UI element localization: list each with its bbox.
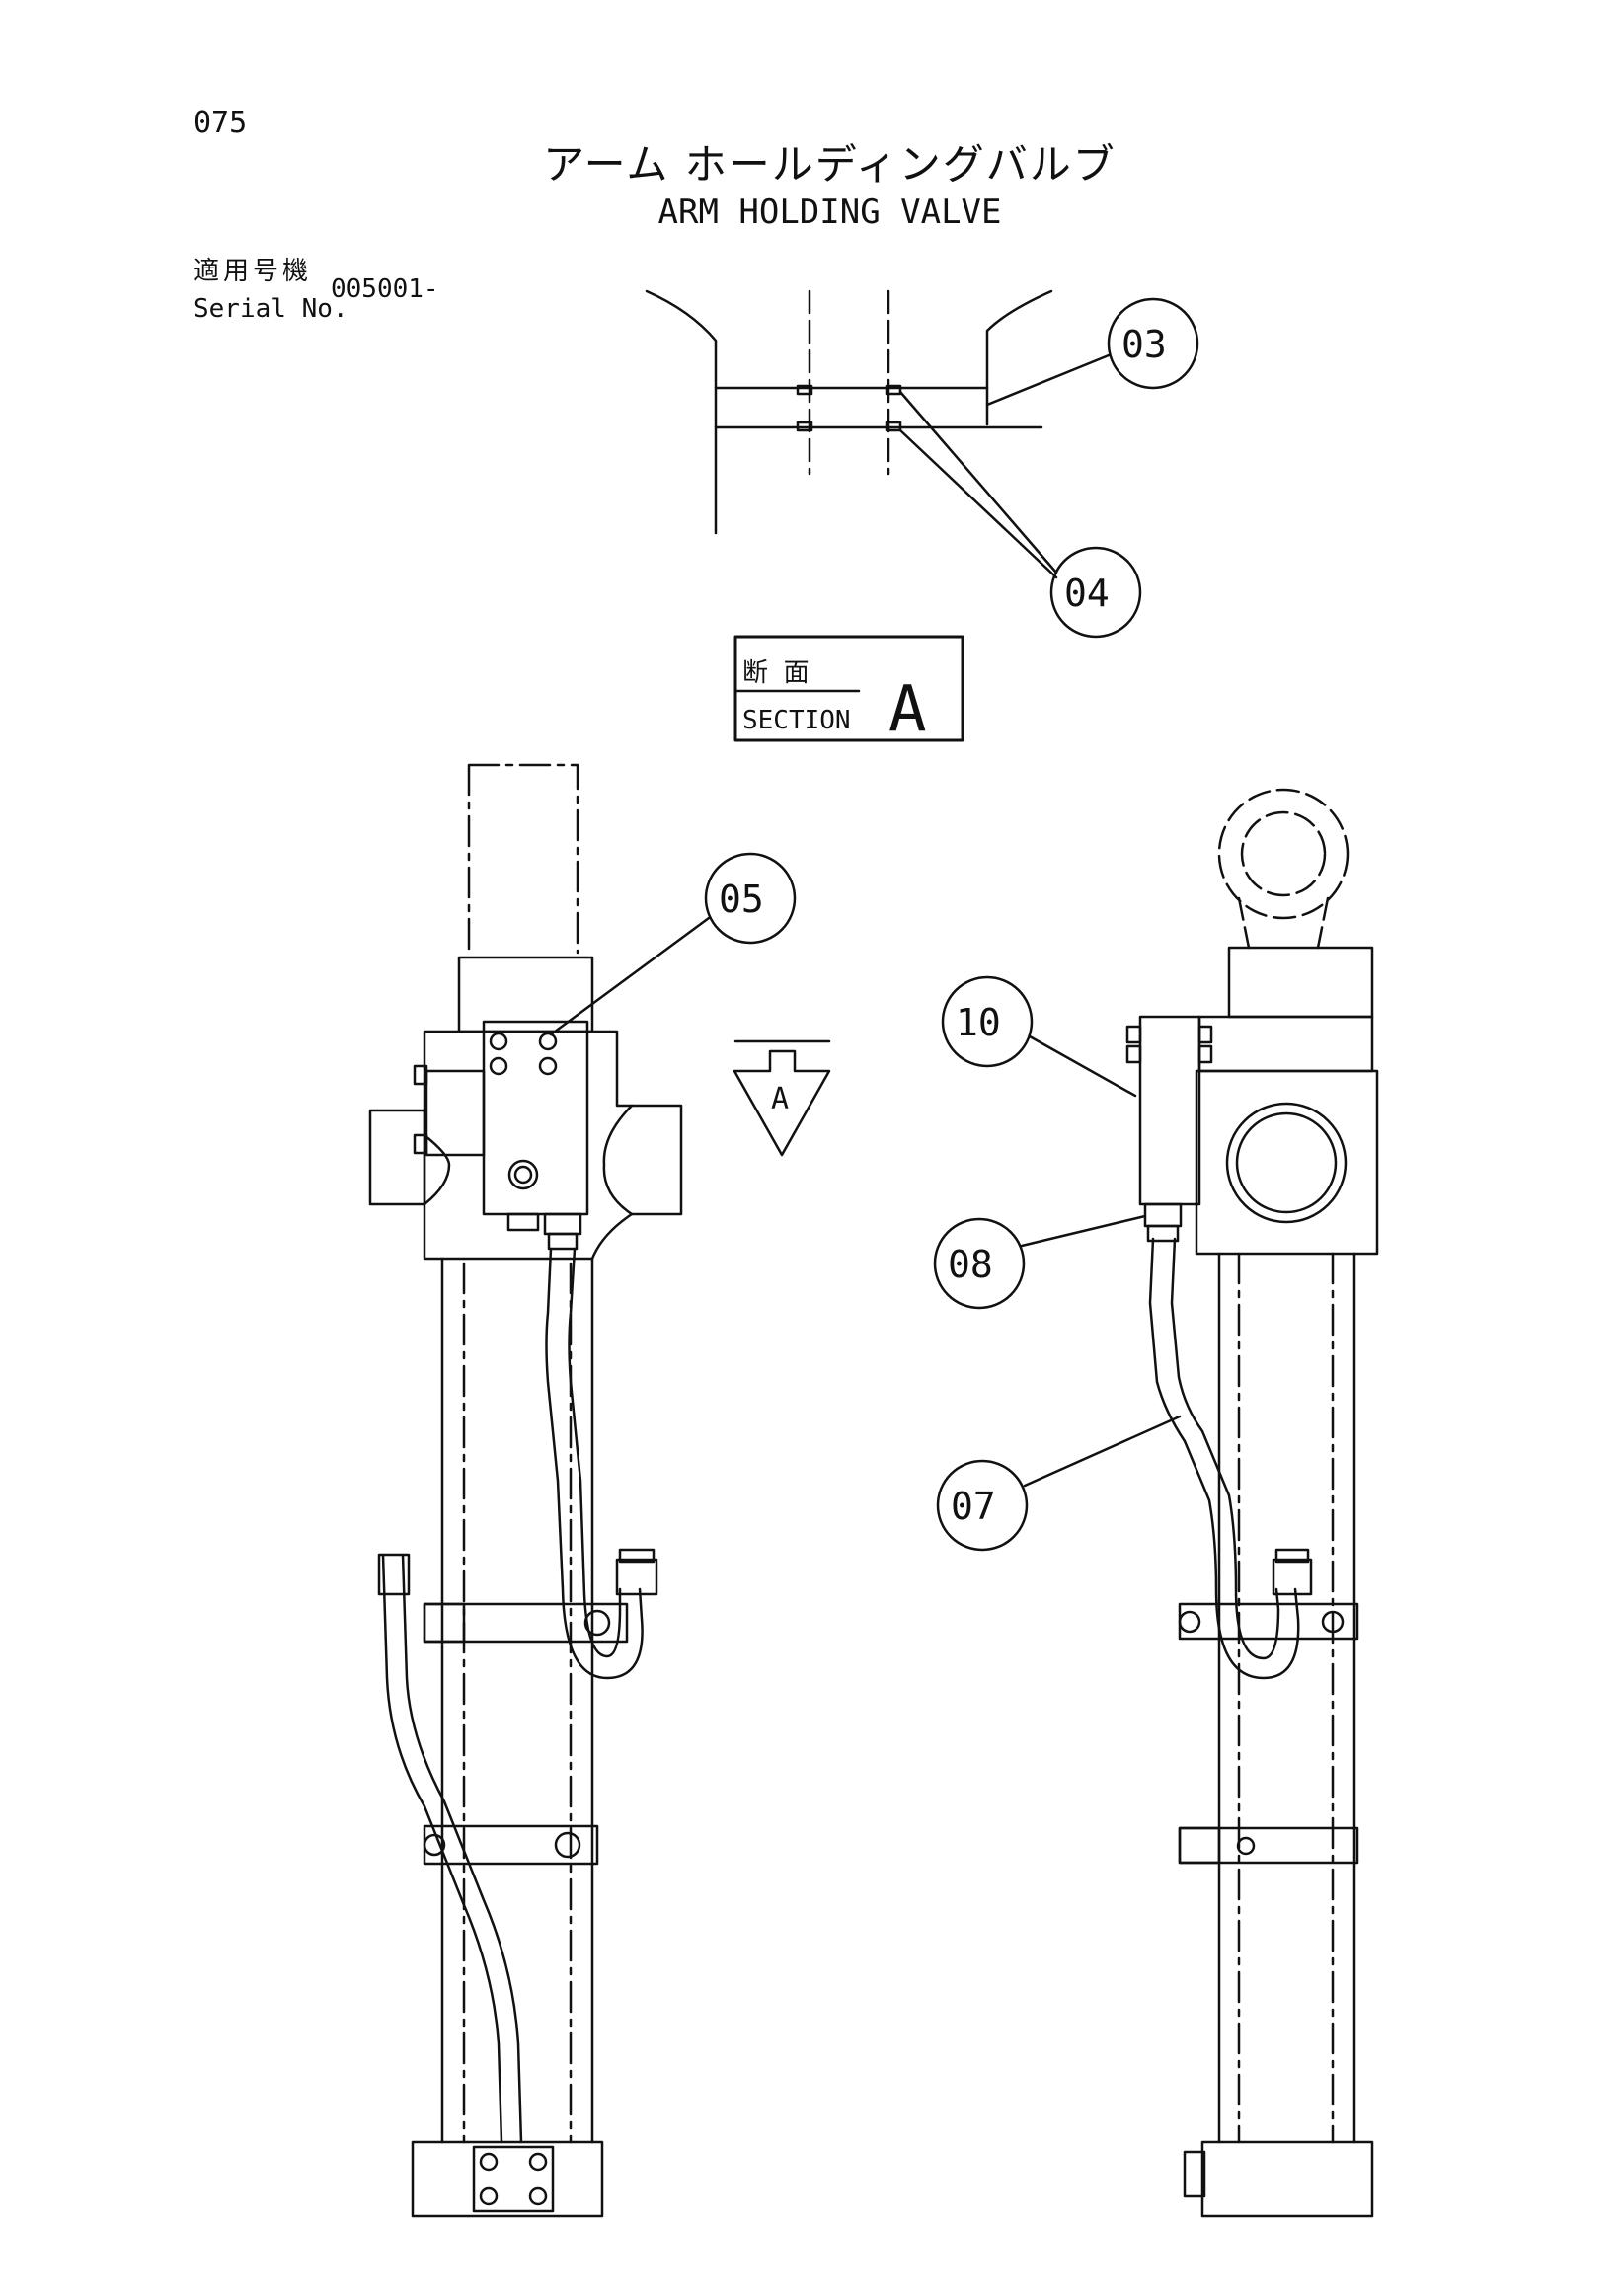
svg-text:07: 07	[951, 1485, 996, 1528]
callout-04: 04	[898, 390, 1142, 639]
right-view-hose	[1148, 1237, 1359, 1865]
svg-text:04: 04	[1064, 572, 1110, 615]
callout-07: 07	[936, 1415, 1182, 1552]
serial-number-value: 005001-	[331, 274, 439, 304]
svg-text:05: 05	[719, 878, 764, 921]
serial-label-english: Serial No.	[193, 294, 348, 324]
left-view-cylinder	[368, 763, 683, 2218]
title-japanese: アーム ホールディングバルブ	[543, 140, 1117, 189]
callout-03: 03	[985, 297, 1199, 407]
svg-text:08: 08	[948, 1243, 993, 1286]
serial-label-japanese: 適用号機	[193, 257, 313, 286]
callout-08: 08	[933, 1214, 1147, 1310]
section-label-letter: A	[888, 673, 927, 746]
section-label-jp: 断 面	[742, 658, 810, 688]
left-view-valve	[413, 1020, 589, 1251]
svg-text:10: 10	[956, 1001, 1001, 1044]
callout-10: 10	[941, 975, 1137, 1098]
view-arrow-a: A	[733, 1039, 831, 1157]
left-view-hose	[377, 1247, 658, 2144]
right-view-valve	[1125, 1015, 1213, 1243]
right-view-cylinder	[1183, 788, 1379, 2218]
svg-text:03: 03	[1121, 323, 1167, 366]
page-number: 075	[193, 106, 248, 140]
callout-05: 05	[549, 852, 797, 1036]
title-english: ARM HOLDING VALVE	[657, 192, 1002, 232]
section-label-box: 断 面 SECTION A	[733, 635, 964, 746]
section-a-detail	[645, 289, 1053, 535]
section-label-en: SECTION	[742, 706, 851, 735]
view-arrow-letter: A	[771, 1082, 789, 1116]
